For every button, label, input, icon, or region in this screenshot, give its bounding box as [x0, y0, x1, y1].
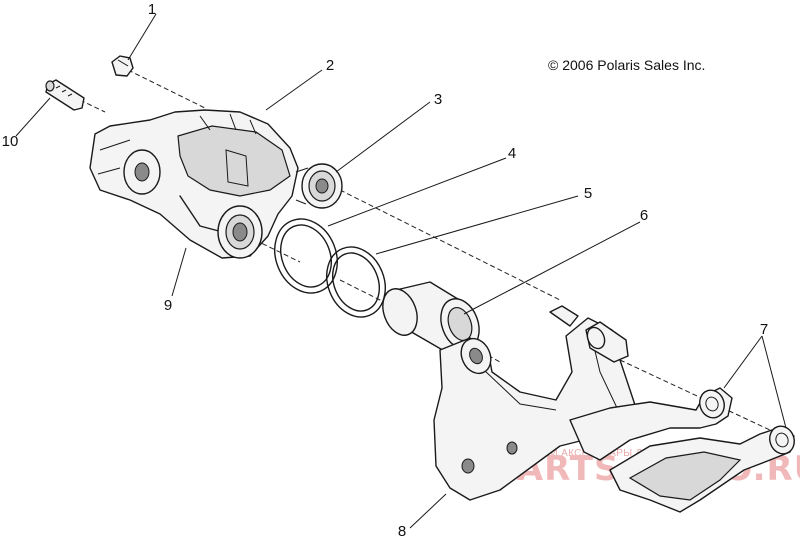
- callout-5: 5: [584, 185, 592, 202]
- part-6-piston: [382, 281, 480, 353]
- callout-3: 3: [434, 91, 442, 108]
- callout-10: 10: [2, 133, 19, 150]
- alignment-lines: [79, 69, 771, 431]
- callout-8: 8: [398, 523, 406, 538]
- callout-4: 4: [508, 145, 516, 162]
- part-7-brake-pads: [569, 387, 795, 513]
- part-8-bracket: [433, 305, 641, 501]
- leader-lines: [15, 13, 787, 529]
- callout-7: 7: [760, 321, 768, 338]
- callout-9: 9: [164, 297, 172, 314]
- watermark-tagline: ЗАПЧАСТИ И АКСЕССУАРЫ ДЛЯ МОТОТЕХНИКИ: [492, 448, 740, 459]
- callout-6: 6: [640, 207, 648, 224]
- callout-1: 1: [148, 1, 156, 18]
- part-1-bleeder-cap: [111, 55, 134, 77]
- callout-labels: 1 2 3 4 5 6 7 8 9 10: [2, 1, 769, 538]
- part-4-o-ring: [274, 218, 338, 294]
- copyright-notice: © 2006 Polaris Sales Inc.: [548, 57, 705, 73]
- part-10-pin: [45, 79, 85, 111]
- callout-2: 2: [326, 57, 334, 74]
- part-2-caliper-body: [89, 109, 343, 259]
- part-5-seal-ring: [326, 246, 386, 318]
